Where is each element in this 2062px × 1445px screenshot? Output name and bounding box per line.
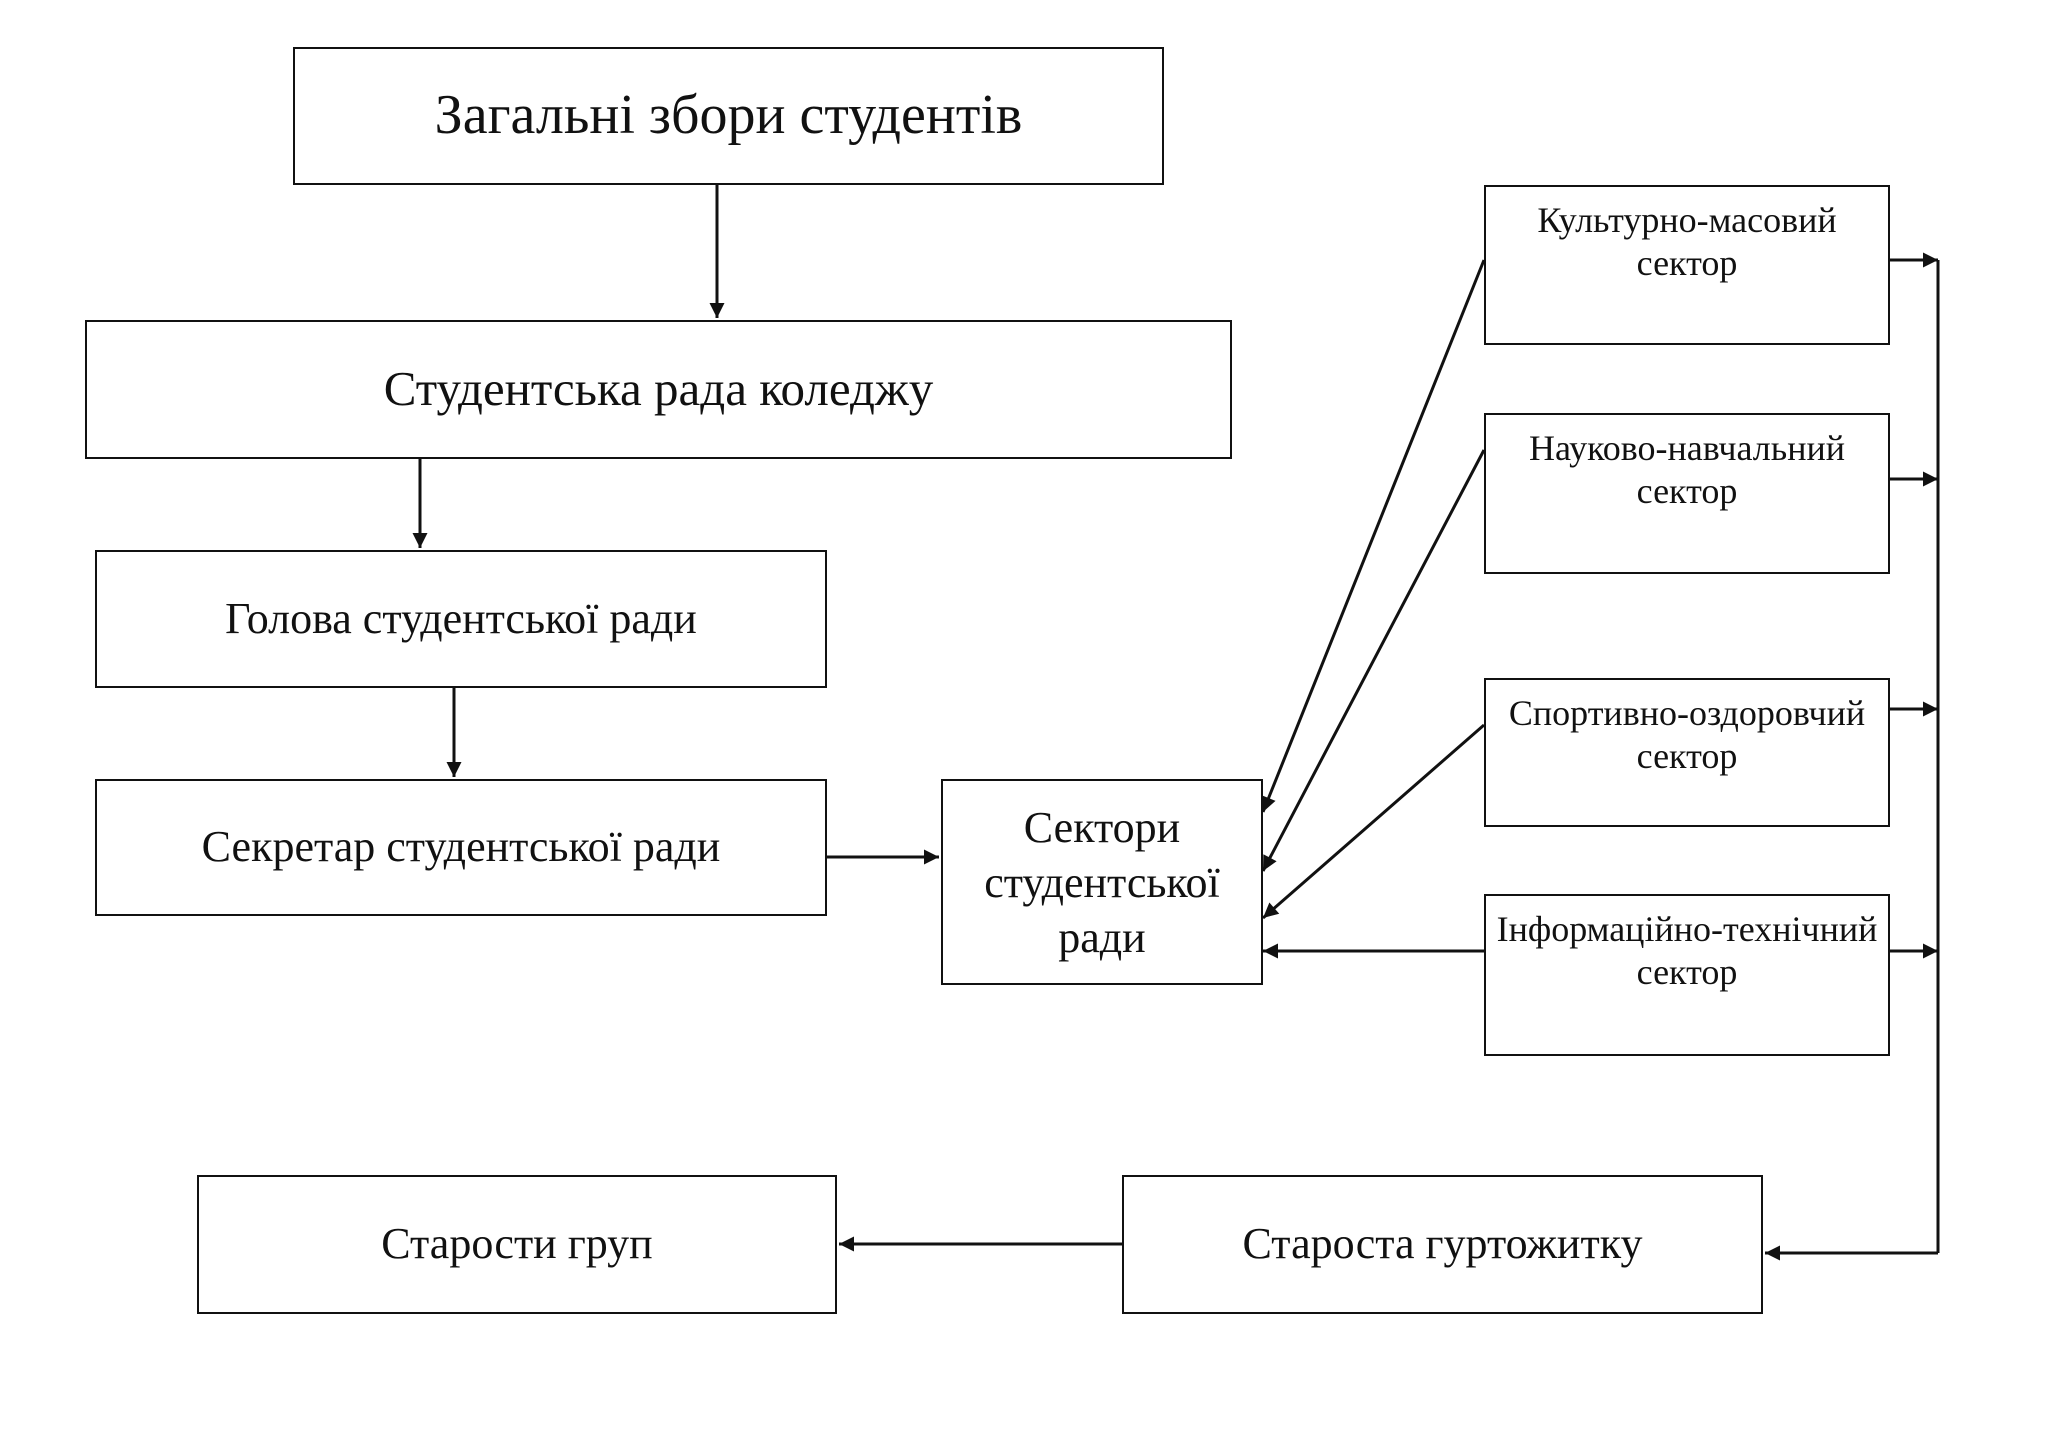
- node-science-sector-label: Науково-навчальний сектор: [1528, 428, 1845, 512]
- node-council-secretary: Секретар студентської ради: [95, 779, 827, 916]
- node-student-council-label: Студентська рада коледжу: [383, 361, 934, 417]
- node-council-head: Голова студентської ради: [95, 550, 827, 688]
- node-info-sector: Інформаційно-технічний сектор: [1484, 894, 1890, 1056]
- node-council-sectors-label: Сектори студентської ради: [984, 802, 1220, 962]
- node-council-head-label: Голова студентської ради: [225, 593, 697, 643]
- node-science-sector: Науково-навчальний сектор: [1484, 413, 1890, 574]
- node-cultural-sector-label: Культурно-масовий сектор: [1537, 200, 1837, 284]
- node-sport-sector: Спортивно-оздоровчий сектор: [1484, 678, 1890, 827]
- edge-science-sectors: [1261, 449, 1486, 872]
- node-group-leaders: Старости груп: [197, 1175, 837, 1314]
- node-info-sector-label: Інформаційно-технічний сектор: [1496, 909, 1878, 993]
- edge-sport-sectors: [1262, 723, 1485, 920]
- node-council-secretary-label: Секретар студентської ради: [201, 822, 721, 872]
- node-dorm-leader: Староста гуртожитку: [1122, 1175, 1763, 1314]
- node-council-sectors: Сектори студентської ради: [941, 779, 1263, 985]
- node-dorm-leader-label: Староста гуртожитку: [1242, 1219, 1643, 1269]
- node-general-assembly: Загальні збори студентів: [293, 47, 1164, 185]
- node-cultural-sector: Культурно-масовий сектор: [1484, 185, 1890, 345]
- node-sport-sector-label: Спортивно-оздоровчий сектор: [1508, 693, 1866, 777]
- edge-cultural-sectors: [1261, 259, 1486, 813]
- node-general-assembly-label: Загальні збори студентів: [434, 84, 1023, 147]
- node-student-council: Студентська рада коледжу: [85, 320, 1232, 459]
- node-group-leaders-label: Старости груп: [381, 1219, 653, 1269]
